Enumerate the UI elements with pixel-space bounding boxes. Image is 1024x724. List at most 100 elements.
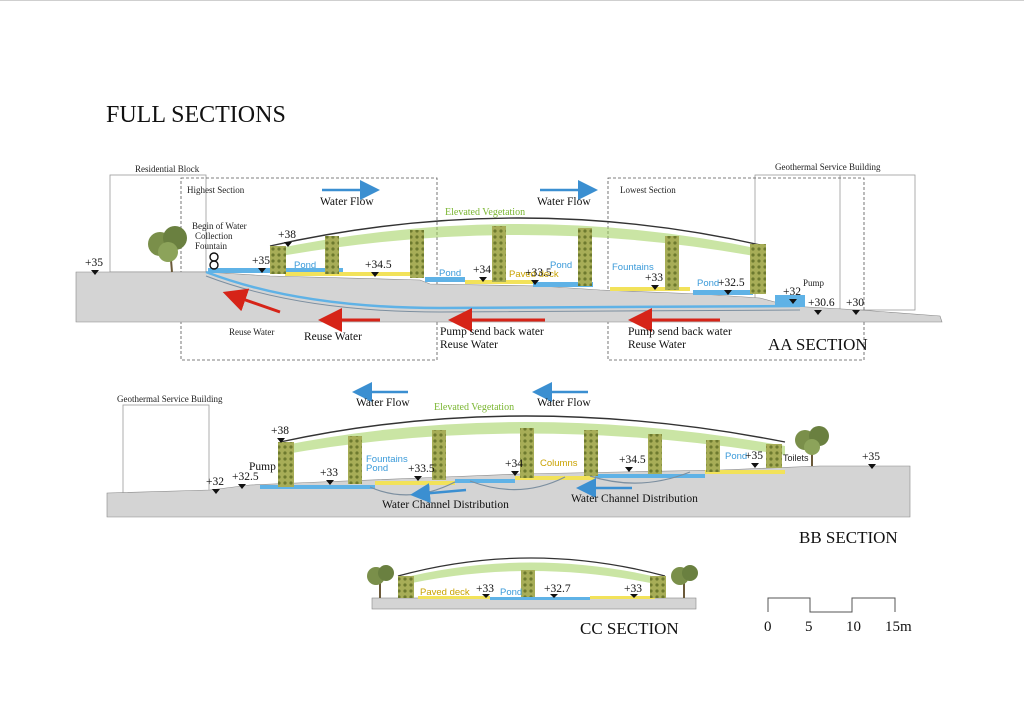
aa-canopy (269, 217, 766, 247)
aa-pond-label-1: Pond (294, 260, 316, 271)
aa-pump-back-2b: Reuse Water (628, 339, 686, 351)
bb-channel-label-1: Water Channel Distribution (382, 499, 509, 511)
scale-bar: 0 5 10 15m (764, 597, 912, 635)
bb-flow-label-1: Water Flow (356, 397, 410, 409)
bb-level-33-5: +33.5 (408, 463, 435, 475)
aa-column (665, 236, 679, 290)
scale-tick-10: 10 (846, 619, 861, 635)
aa-column (270, 246, 286, 274)
bb-vegetation (280, 422, 785, 455)
cc-section: Paved deck Pond +33 +32.7 +33 CC SECTION (367, 557, 698, 638)
bb-column (648, 434, 662, 474)
aa-tree (148, 226, 187, 273)
cc-vegetation (398, 562, 665, 586)
bb-channel-arrow-1 (410, 483, 467, 504)
aa-reuse-big: Reuse Water (304, 331, 362, 343)
bb-column (432, 430, 446, 480)
aa-level-30: +30 (846, 297, 864, 309)
aa-pump-back-1b: Reuse Water (440, 339, 498, 351)
cc-tree-left (367, 565, 394, 598)
aa-level-35-left: +35 (85, 257, 103, 269)
bb-vegetation-label: Elevated Vegetation (434, 402, 514, 413)
bb-level-35-right: +35 (862, 451, 880, 463)
aa-pump-pool (775, 295, 805, 307)
aa-pump-back-1a: Pump send back water (440, 326, 544, 338)
aa-column (578, 228, 592, 286)
cc-deck-1 (418, 596, 490, 599)
aa-fountain-icon (209, 252, 219, 270)
aa-begin-line1: Begin of Water (192, 221, 247, 231)
aa-begin-line3: Fountain (195, 241, 228, 251)
bb-columns-label: Columns (540, 458, 578, 469)
scale-tick-5: 5 (805, 619, 813, 635)
lowest-section-frame (607, 177, 865, 361)
cc-column (398, 576, 414, 598)
aa-level-35: +35 (252, 255, 270, 267)
aa-reuse-arrow-1 (222, 288, 281, 314)
aa-flow-label-1: Water Flow (320, 196, 374, 208)
bb-level-38: +38 (271, 425, 289, 437)
cc-tree-right (671, 565, 698, 598)
bb-pump-label: Pump (249, 461, 276, 473)
residential-block-label: Residential Block (135, 164, 200, 174)
cc-level-33-left: +33 (476, 583, 494, 595)
aa-fountains-label: Fountains (612, 262, 654, 273)
bb-water-3 (595, 474, 705, 478)
aa-pond-label-2: Pond (439, 268, 461, 279)
bb-canopy (279, 415, 786, 443)
bb-pond-label-2: Pond (725, 451, 747, 462)
page-title: FULL SECTIONS (106, 102, 286, 128)
bb-fountains-label: Fountains (366, 454, 408, 465)
cc-column (650, 576, 666, 598)
aa-pump-label: Pump (803, 278, 825, 288)
aa-flow-label-2: Water Flow (537, 196, 591, 208)
cc-level-32-7: +32.7 (544, 583, 571, 595)
aa-level-34-5: +34.5 (365, 259, 392, 271)
bb-column (706, 440, 720, 472)
aa-pond-label-4: Pond (697, 278, 719, 289)
bb-column (766, 444, 782, 468)
bb-pond-label-1: Pond (366, 463, 388, 474)
bb-flow-label-2: Water Flow (537, 397, 591, 409)
aa-level-38: +38 (278, 229, 296, 241)
bb-tree (795, 426, 829, 466)
aa-level-33-5: +33.5 (525, 267, 552, 279)
bb-water-1 (260, 485, 375, 489)
aa-column (750, 244, 766, 294)
cc-level-33-right: +33 (624, 583, 642, 595)
bb-geothermal-building (122, 404, 210, 506)
cc-deck-2 (590, 596, 655, 599)
cc-pond-label: Pond (500, 587, 522, 598)
bb-deck-2 (515, 476, 595, 480)
bb-deck-1 (375, 481, 455, 485)
bb-section: Geothermal Service Building (106, 382, 911, 547)
geothermal-building (754, 174, 916, 311)
bb-level-32: +32 (206, 476, 224, 488)
geothermal-building-label: Geothermal Service Building (775, 162, 881, 172)
cc-pond (490, 597, 590, 600)
scale-tick-15: 15m (885, 619, 912, 635)
aa-deck-3 (610, 287, 690, 291)
aa-pond-label-3: Pond (550, 260, 572, 271)
scale-tick-0: 0 (764, 619, 772, 635)
cc-canopy (397, 557, 666, 577)
bb-water-2 (455, 479, 515, 483)
bb-channel-label-2: Water Channel Distribution (571, 493, 698, 505)
aa-level-33: +33 (645, 272, 663, 284)
bb-column (520, 428, 534, 478)
bb-toilets-label: Toilets (783, 453, 809, 463)
aa-section: Residential Block Geothermal Service Bui… (75, 162, 943, 361)
highest-section-label: Highest Section (187, 185, 245, 195)
highest-section-frame (180, 177, 438, 361)
aa-begin-line2: Collection (195, 231, 233, 241)
aa-level-30-6: +30.6 (808, 297, 835, 309)
top-border (0, 0, 1024, 1)
aa-pond-3 (533, 282, 593, 287)
aa-column (492, 226, 506, 282)
lowest-section-label: Lowest Section (620, 185, 676, 195)
cc-column (521, 570, 535, 597)
aa-pond-2 (425, 277, 465, 282)
aa-pond-4 (693, 290, 753, 295)
aa-level-34: +34 (473, 264, 491, 276)
